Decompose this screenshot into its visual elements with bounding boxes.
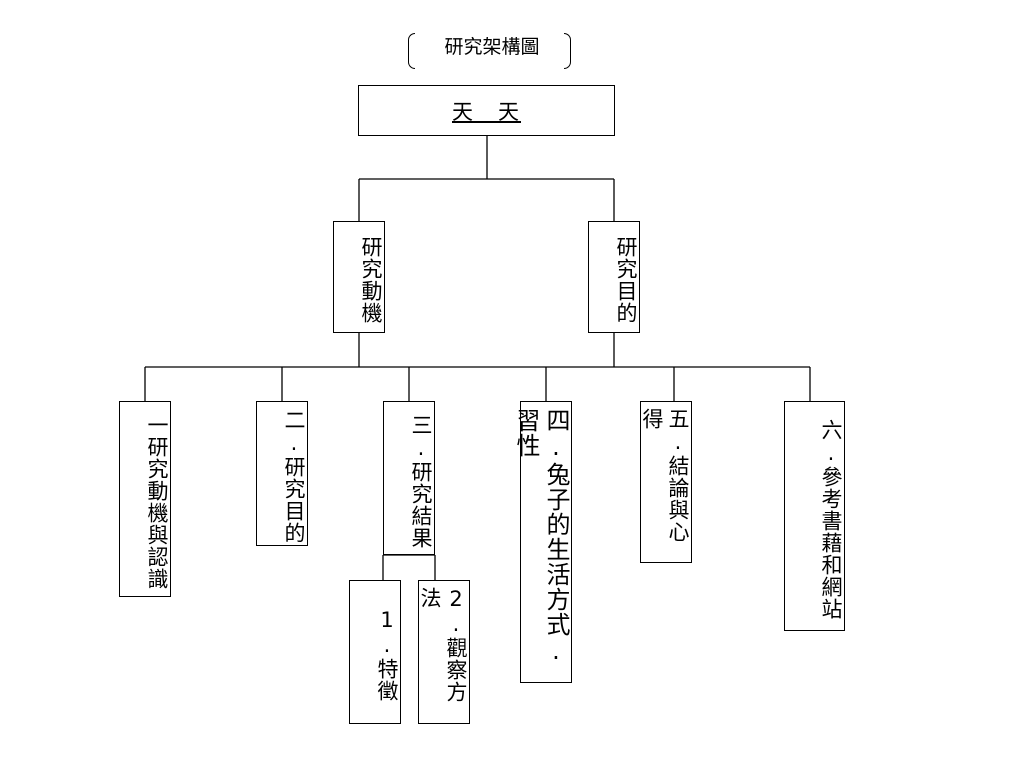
root-node: 天 天 <box>358 85 615 136</box>
branch-node-motive: 研究動機 <box>333 221 385 333</box>
chapter-node-2: 二.研究目的 <box>256 401 308 546</box>
result-node-1: 1.特徵 <box>349 580 401 724</box>
result-label: 2.觀察方法 <box>418 587 468 703</box>
chapter-node-1: 一研究動機與認識 <box>119 401 171 597</box>
chapter-label: 六.參考書藉和網站 <box>819 418 843 620</box>
result-label: 1.特徵 <box>375 608 399 702</box>
chapter-label: 三.研究結果 <box>409 413 433 549</box>
diagram-title: 研究架構圖 <box>410 30 574 68</box>
chapter-label: 四.兔子的生活方式.習性 <box>512 408 570 666</box>
chapter-node-6: 六.參考書藉和網站 <box>784 401 845 631</box>
chapter-node-4: 四.兔子的生活方式.習性 <box>512 401 572 683</box>
title-text: 研究架構圖 <box>444 36 540 58</box>
chapter-label: 五.結論與心得 <box>640 408 690 543</box>
chapter-label: 二.研究目的 <box>282 409 306 544</box>
title-left-bracket <box>408 33 415 69</box>
root-label: 天 天 <box>452 99 521 124</box>
result-node-2: 2.觀察方法 <box>418 580 470 724</box>
title-right-bracket <box>564 33 571 69</box>
branch-label: 研究動機 <box>359 236 383 324</box>
chapter-node-3: 三.研究結果 <box>383 401 435 555</box>
branch-node-purpose: 研究目的 <box>588 221 640 333</box>
branch-label: 研究目的 <box>614 236 638 324</box>
chapter-label: 一研究動機與認識 <box>145 414 169 590</box>
chapter-node-5: 五.結論與心得 <box>640 401 692 563</box>
